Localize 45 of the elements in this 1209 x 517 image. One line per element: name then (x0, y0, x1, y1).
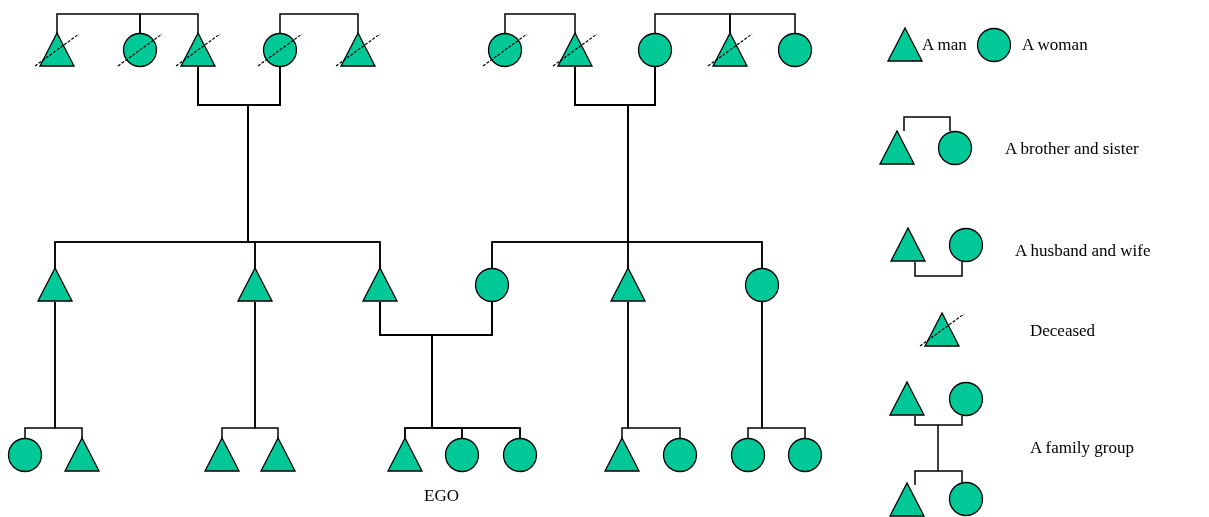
triangle-symbol (260, 438, 296, 472)
legend-text: A husband and wife (1015, 240, 1151, 262)
circle-symbol (777, 33, 813, 67)
triangle-symbol (64, 438, 100, 472)
crossed-out-circle (482, 33, 528, 67)
crossed-out-triangle (175, 33, 221, 67)
kinship-line (279, 13, 359, 34)
triangle-symbol (610, 268, 646, 302)
kinship-line (139, 13, 199, 34)
legend-text: Deceased (1030, 320, 1096, 342)
legend-text: A man (922, 34, 967, 56)
triangle-symbol (362, 268, 398, 302)
legend-text: A family group (1030, 437, 1134, 459)
crossed-out-triangle (552, 33, 598, 67)
kinship-line (504, 13, 576, 34)
crossed-out-triangle (707, 33, 753, 67)
person-label: EGO (424, 485, 459, 507)
kinship-line (729, 13, 796, 34)
circle-symbol (730, 438, 766, 472)
kinship-line (56, 13, 141, 34)
circle-symbol (662, 438, 698, 472)
triangle-symbol (37, 268, 73, 302)
kinship-line (54, 301, 83, 439)
triangle-symbol (237, 268, 273, 302)
circle-symbol (474, 268, 510, 302)
circle-symbol (502, 438, 538, 472)
crossed-out-circle (117, 33, 163, 67)
kinship-line (627, 301, 681, 439)
legend-text: A woman (1022, 34, 1088, 56)
triangle-symbol (204, 438, 240, 472)
crossed-out-triangle (335, 33, 381, 67)
kinship-line (431, 301, 521, 439)
kinship-line (254, 301, 279, 439)
kinship-line (654, 13, 731, 34)
circle-symbol (444, 438, 480, 472)
crossed-out-circle (257, 33, 303, 67)
circle-symbol (637, 33, 673, 67)
circle-symbol (787, 438, 823, 472)
kinship-line (761, 301, 806, 439)
triangle-symbol (387, 438, 423, 472)
triangle-symbol (604, 438, 640, 472)
crossed-out-triangle (34, 33, 80, 67)
circle-symbol (7, 438, 43, 472)
circle-symbol (744, 268, 780, 302)
legend-text: A brother and sister (1005, 138, 1139, 160)
